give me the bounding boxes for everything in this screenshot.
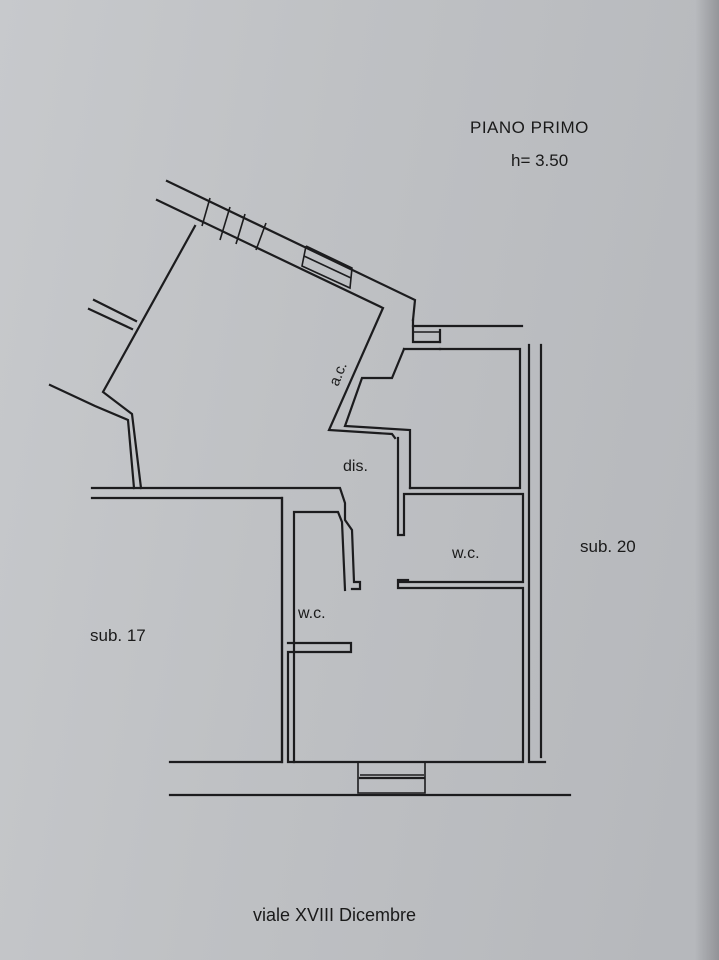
right-upper-room-walls xyxy=(343,318,524,490)
room-label-wc-left: w.c. xyxy=(297,605,326,622)
neighbor-label-sub20: sub. 20 xyxy=(580,537,636,556)
ceiling-height: h= 3.50 xyxy=(511,151,568,170)
neighbor-label-sub17: sub. 17 xyxy=(90,626,146,645)
room-label-wc-right: w.c. xyxy=(451,545,480,562)
floor-title: PIANO PRIMO xyxy=(470,118,589,137)
right-boundary-wall xyxy=(527,343,547,764)
room-label-dis: dis. xyxy=(343,458,368,475)
central-walls xyxy=(90,486,362,764)
street-front xyxy=(168,763,572,797)
street-label: viale XVIII Dicembre xyxy=(253,905,416,925)
corridor-walls xyxy=(286,436,525,764)
room-label-ac: a.c. xyxy=(326,360,351,389)
upper-wing-walls xyxy=(48,179,417,490)
paper-shadow xyxy=(695,0,719,960)
upper-wing-windows xyxy=(201,197,353,290)
